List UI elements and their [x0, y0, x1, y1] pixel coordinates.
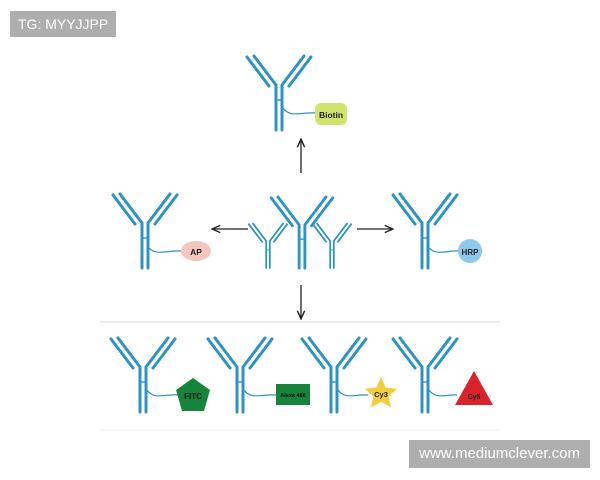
label-alexa488: Alexa 488 — [280, 393, 305, 399]
center-antibody-right-small — [311, 222, 353, 269]
antibody-fitc — [109, 336, 177, 414]
label-biotin-shape — [315, 103, 347, 125]
antibody-alexa488 — [206, 336, 274, 414]
center-antibody-left-small — [247, 222, 289, 269]
tail-hrp — [428, 247, 461, 253]
watermark-tg-label: TG: MYYJJPP — [10, 11, 117, 37]
tail-alexa488 — [243, 389, 277, 397]
watermark-site-label: www.mediumclever.com — [409, 440, 590, 468]
tail-cy3 — [337, 389, 369, 397]
tail-biotin — [282, 107, 318, 115]
label-fitc: FITC — [184, 392, 202, 401]
label-cy5: Cy5 — [468, 394, 481, 401]
label-cy5-shape — [455, 371, 493, 405]
tail-fitc — [146, 389, 179, 397]
label-hrp: HRP — [462, 248, 480, 257]
antibody-hrp — [391, 192, 459, 270]
label-cy3: Cy3 — [374, 390, 388, 399]
label-biotin: Biotin — [319, 110, 343, 120]
label-alexa488-shape — [276, 384, 310, 405]
antibody-cy3 — [300, 336, 368, 414]
label-fitc-shape — [176, 378, 210, 411]
label-cy3-shape — [364, 377, 398, 408]
tail-ap — [148, 247, 185, 253]
label-ap-shape — [181, 241, 211, 261]
antibody-ap — [111, 192, 179, 270]
antibody-cy5 — [391, 336, 459, 414]
label-ap: AP — [190, 247, 202, 257]
tail-cy5 — [428, 389, 458, 397]
antibody-biotin — [245, 54, 313, 132]
label-hrp-shape — [458, 239, 482, 263]
